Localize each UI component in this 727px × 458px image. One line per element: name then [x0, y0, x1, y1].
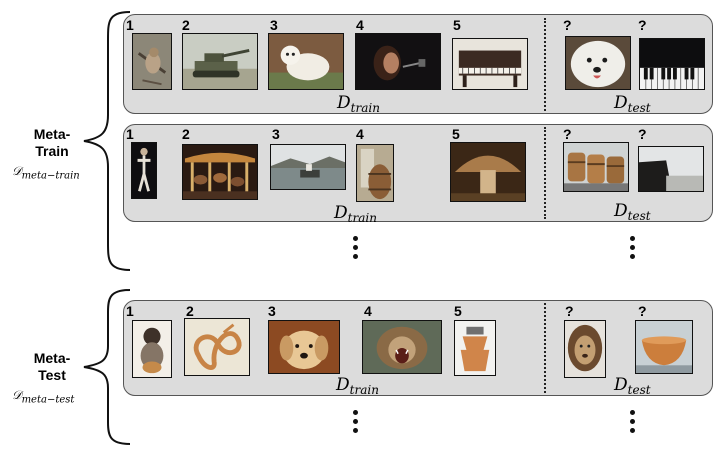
train-number-3: 3: [268, 303, 276, 319]
episode-2-test-label: Dtest: [614, 202, 651, 225]
image-barrel: [356, 144, 394, 202]
meta-train-title: Meta- Train: [20, 126, 84, 160]
train-label-main: D: [334, 203, 348, 223]
image-bird: [132, 33, 172, 90]
episode-3-test-label: Dtest: [614, 376, 651, 399]
train-label-sub: train: [349, 383, 379, 397]
image-harbor: [270, 144, 346, 190]
episode-2-divider: [544, 127, 546, 219]
image-pretzel-drawing: [184, 318, 250, 376]
image-gymnast: [131, 142, 157, 199]
image-golden-retriever: [268, 320, 340, 374]
test-label-main: D: [614, 93, 628, 113]
train-label-main: D: [337, 93, 351, 113]
meta-test-dataset-symbol: 𝒟: [12, 388, 22, 402]
image-bowl: [635, 320, 693, 374]
image-lion-face: [564, 320, 606, 378]
more-test-episodes-dots-meta-test-test: [630, 410, 636, 437]
test-label-sub: test: [627, 383, 651, 397]
train-number-4: 4: [364, 303, 372, 319]
train-number-3: 3: [270, 17, 278, 33]
meta-test-title: Meta- Test: [20, 350, 84, 384]
image-barrels: [563, 142, 629, 192]
train-number-2: 2: [182, 126, 190, 142]
episode-3-train-label: Dtrain: [336, 376, 379, 399]
train-number-5: 5: [454, 303, 462, 319]
test-marker-2: ?: [638, 17, 647, 33]
more-train-episodes-dots: [353, 236, 359, 263]
episode-3-divider: [544, 303, 546, 393]
meta-train-brace: [83, 11, 131, 271]
image-girl-with-dog: [132, 320, 172, 378]
test-marker-1: ?: [563, 17, 572, 33]
meta-test-title-line1: Meta-: [33, 350, 71, 366]
train-label-sub: train: [347, 211, 377, 225]
train-number-3: 3: [272, 126, 280, 142]
test-marker-2: ?: [638, 126, 647, 142]
train-number-2: 2: [186, 303, 194, 319]
meta-test-brace: [83, 289, 131, 445]
meta-train-title-line1: Meta-: [33, 126, 71, 142]
episode-1-test-label: Dtest: [614, 94, 651, 117]
image-tank: [182, 33, 258, 90]
image-cliff: [638, 146, 704, 192]
train-number-1: 1: [126, 303, 134, 319]
meta-test-title-line2: Test: [38, 367, 66, 383]
train-number-1: 1: [126, 126, 134, 142]
more-test-episodes-dots: [630, 236, 636, 263]
episode-1-train-label: Dtrain: [337, 94, 380, 117]
image-white-dog: [268, 33, 344, 90]
meta-test-dataset-sub: meta−test: [21, 394, 75, 406]
test-marker-2: ?: [638, 303, 647, 319]
meta-train-dataset-label: 𝒟meta−train: [12, 164, 80, 183]
image-singer: [355, 33, 441, 90]
train-number-1: 1: [126, 17, 134, 33]
meta-train-dataset-symbol: 𝒟: [12, 164, 22, 178]
meta-train-dataset-sub: meta−train: [21, 170, 80, 182]
train-label-main: D: [336, 375, 350, 395]
image-mushroom: [450, 142, 526, 202]
test-label-main: D: [614, 375, 628, 395]
test-label-sub: test: [627, 209, 651, 223]
train-number-5: 5: [452, 126, 460, 142]
image-piano: [452, 38, 528, 90]
train-number-4: 4: [356, 126, 364, 142]
train-number-5: 5: [453, 17, 461, 33]
episode-1-divider: [544, 18, 546, 111]
image-clay-pot: [454, 320, 496, 376]
image-roaring-lion: [362, 320, 442, 374]
meta-train-title-line2: Train: [35, 143, 69, 159]
episode-2-train-label: Dtrain: [334, 204, 377, 227]
image-carousel: [182, 144, 258, 200]
train-number-4: 4: [356, 17, 364, 33]
meta-test-dataset-label: 𝒟meta−test: [12, 388, 74, 407]
train-number-2: 2: [182, 17, 190, 33]
train-label-sub: train: [350, 101, 380, 115]
image-white-dog-closeup: [565, 36, 631, 90]
image-piano-keys: [639, 38, 705, 90]
test-marker-1: ?: [565, 303, 574, 319]
test-label-main: D: [614, 201, 628, 221]
more-test-episodes-dots-meta-test-train: [353, 410, 359, 437]
test-marker-1: ?: [563, 126, 572, 142]
test-label-sub: test: [627, 101, 651, 115]
